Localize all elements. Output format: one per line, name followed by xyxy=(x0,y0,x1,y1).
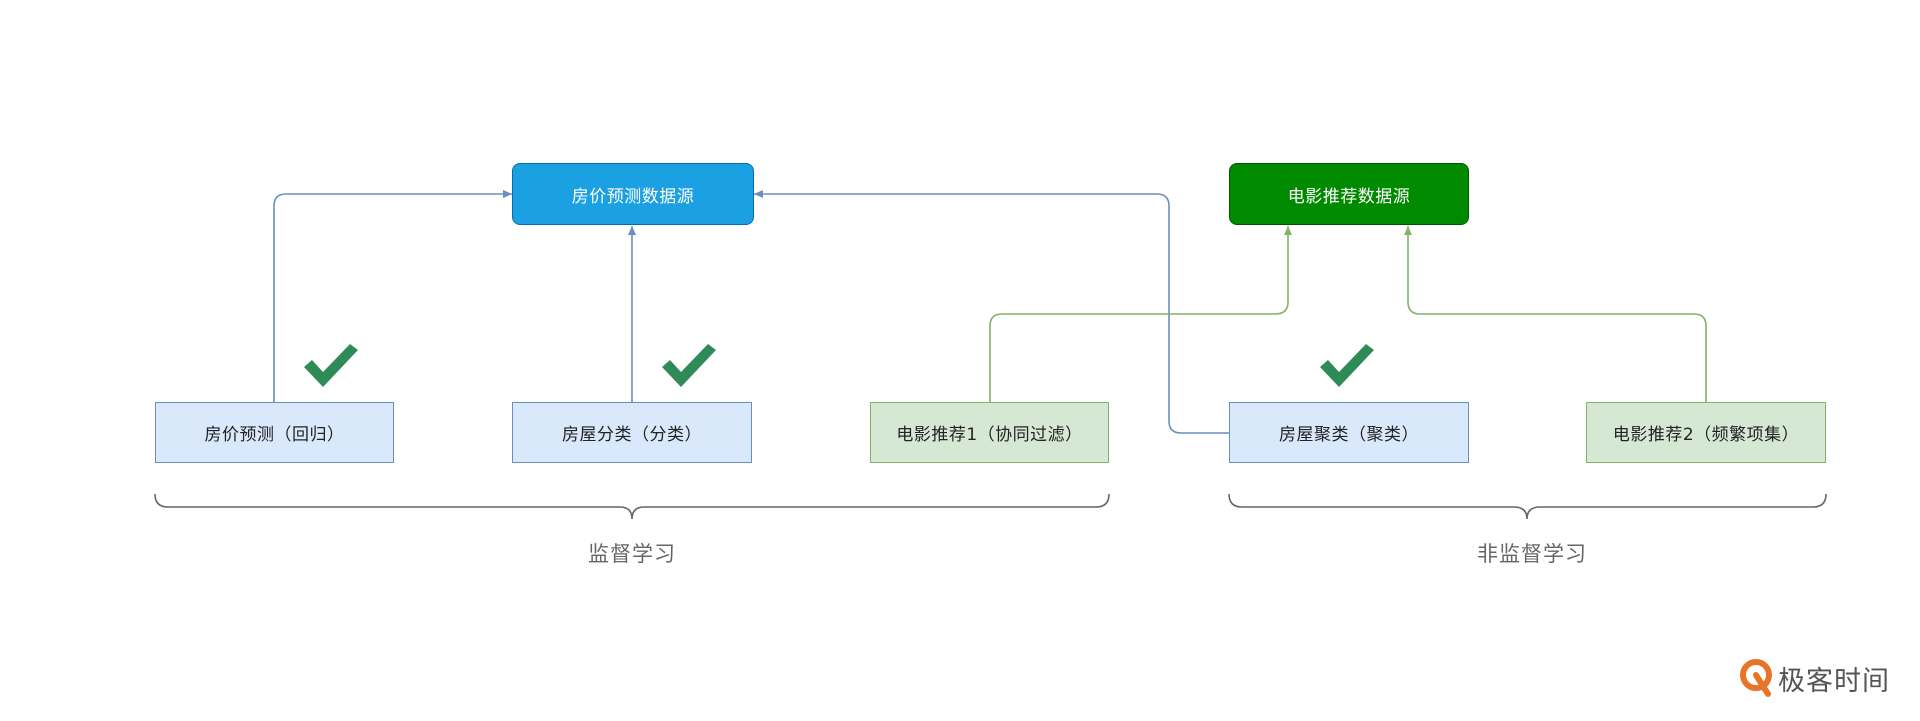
movie-recommendation-data-source[interactable]: 电影推荐数据源 xyxy=(1229,163,1469,225)
house-clustering-label: 房屋聚类（聚类） xyxy=(1279,425,1419,445)
edge-movie-rec2-to-movie-source xyxy=(1404,226,1707,402)
house-classification-box[interactable]: 房屋分类（分类） xyxy=(512,402,752,463)
house-price-data-source[interactable]: 房价预测数据源 xyxy=(512,163,754,225)
movie-rec-1-label: 电影推荐1（协同过滤） xyxy=(896,425,1083,445)
movie-rec-2-box[interactable]: 电影推荐2（频繁项集） xyxy=(1586,402,1826,463)
geektime-logo-icon xyxy=(1740,659,1772,697)
movie-recommendation-data-source-label: 电影推荐数据源 xyxy=(1287,186,1411,207)
brand-logo: 极客时间 xyxy=(1738,658,1890,698)
checkmark-icon xyxy=(304,344,358,387)
unsupervised-brace xyxy=(1228,493,1827,520)
checkmark-icon xyxy=(1320,344,1374,387)
supervised-brace xyxy=(154,493,1110,520)
price-regression-box[interactable]: 房价预测（回归） xyxy=(155,402,394,463)
brand-name: 极客时间 xyxy=(1778,665,1890,697)
price-regression-label: 房价预测（回归） xyxy=(204,425,345,445)
edge-movie-rec1-to-movie-source xyxy=(989,226,1292,402)
edge-price-regression-to-house-source xyxy=(273,190,512,402)
house-classification-label: 房屋分类（分类） xyxy=(562,425,702,445)
unsupervised-learning-label: 非监督学习 xyxy=(1477,542,1587,566)
movie-rec-1-box[interactable]: 电影推荐1（协同过滤） xyxy=(870,402,1109,463)
supervised-learning-label: 监督学习 xyxy=(588,542,676,566)
movie-rec-2-label: 电影推荐2（频繁项集） xyxy=(1612,425,1800,445)
checkmark-icon xyxy=(662,344,716,387)
house-clustering-box[interactable]: 房屋聚类（聚类） xyxy=(1229,402,1469,463)
house-price-data-source-label: 房价预测数据源 xyxy=(571,186,695,207)
